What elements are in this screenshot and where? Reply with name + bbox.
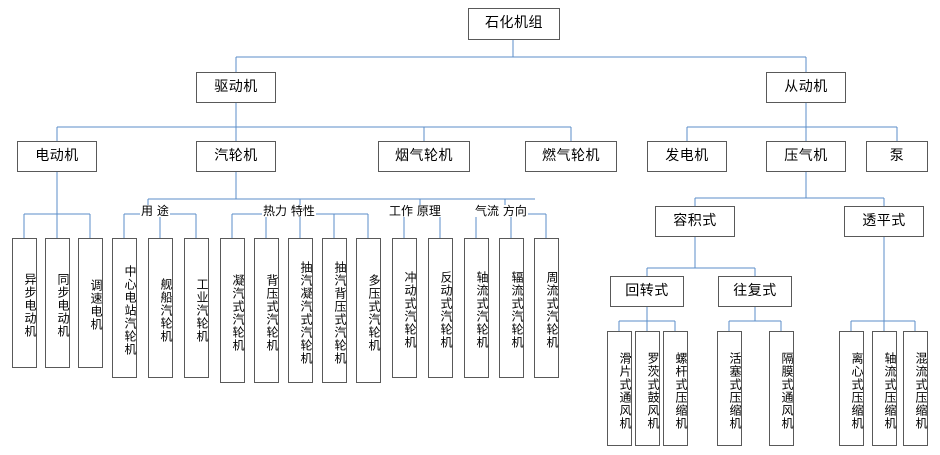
leaf-diaphragm-fan-label: 隔膜式通风机 [780,351,794,430]
leaf-marine-turbine[interactable]: 舰船汽轮机 [148,238,173,378]
node-driven[interactable]: 从动机 [766,72,846,103]
leaf-axial-flow-turbine-label: 轴流式汽轮机 [475,271,489,349]
leaf-axial-compressor-label: 轴流式压缩机 [883,351,897,430]
edge-label-principle: 工作 原理 [388,204,442,218]
leaf-async-motor[interactable]: 异步电动机 [12,238,37,368]
leaf-diaphragm-fan[interactable]: 隔膜式通风机 [769,331,794,446]
node-reciprocating-type-label: 往复式 [733,282,777,299]
leaf-sliding-vane-fan[interactable]: 滑片式通风机 [607,331,632,446]
node-gas-turbine[interactable]: 燃气轮机 [525,141,617,172]
leaf-extraction-backpressure-turbine[interactable]: 抽汽背压式汽轮机 [322,238,347,383]
leaf-extraction-backpressure-turbine-label: 抽汽背压式汽轮机 [333,260,347,365]
node-flue-gas-turbine-label: 烟气轮机 [395,147,453,164]
leaf-piston-compressor-label: 活塞式压缩机 [728,351,742,430]
node-gas-turbine-label: 燃气轮机 [542,147,600,164]
leaf-circumferential-flow-turbine-label: 周流式汽轮机 [545,271,559,349]
leaf-condensing-turbine-label: 凝汽式汽轮机 [231,273,245,352]
node-pump-label: 泵 [889,147,905,164]
leaf-extraction-condensing-turbine[interactable]: 抽汽凝汽式汽轮机 [288,238,313,383]
leaf-sync-motor[interactable]: 同步电动机 [45,238,70,368]
leaf-axial-compressor[interactable]: 轴流式压缩机 [872,331,897,446]
node-steam-turbine[interactable]: 汽轮机 [196,141,276,172]
node-root-label: 石化机组 [485,15,543,32]
node-compressor[interactable]: 压气机 [766,141,846,172]
node-rotary-type-label: 回转式 [625,282,669,299]
leaf-roots-blower[interactable]: 罗茨式鼓风机 [635,331,660,446]
leaf-async-motor-label: 异步电动机 [23,272,37,338]
leaf-mixed-flow-compressor-label: 混流式压缩机 [914,351,928,430]
node-turbo-type-label: 透平式 [862,212,906,229]
leaf-impulse-turbine-label: 冲动式汽轮机 [403,271,417,349]
leaf-industrial-turbine[interactable]: 工业汽轮机 [184,238,209,378]
edge-label-flow: 气流 方向 [474,204,528,218]
leaf-screw-compressor[interactable]: 螺杆式压缩机 [663,331,688,446]
node-flue-gas-turbine[interactable]: 烟气轮机 [378,141,470,172]
node-driver[interactable]: 驱动机 [196,72,276,103]
node-driver-label: 驱动机 [214,78,258,95]
node-volumetric-type[interactable]: 容积式 [655,206,735,237]
leaf-radial-flow-turbine-label: 辐流式汽轮机 [510,271,524,349]
leaf-central-station-turbine-label: 中心电站汽轮机 [123,264,137,356]
node-reciprocating-type[interactable]: 往复式 [718,276,792,307]
leaf-circumferential-flow-turbine[interactable]: 周流式汽轮机 [534,238,559,378]
leaf-multipressure-turbine-label: 多压式汽轮机 [367,273,381,352]
node-steam-turbine-label: 汽轮机 [214,147,258,164]
leaf-reaction-turbine-label: 反动式汽轮机 [439,271,453,349]
leaf-reaction-turbine[interactable]: 反动式汽轮机 [428,238,453,378]
leaf-marine-turbine-label: 舰船汽轮机 [159,277,173,343]
edge-label-thermal: 热力 特性 [262,204,316,218]
node-electric-motor[interactable]: 电动机 [17,141,97,172]
node-rotary-type[interactable]: 回转式 [610,276,684,307]
leaf-centrifugal-compressor-label: 离心式压缩机 [850,351,864,430]
leaf-mixed-flow-compressor[interactable]: 混流式压缩机 [903,331,928,446]
node-electric-motor-label: 电动机 [35,147,79,164]
leaf-sync-motor-label: 同步电动机 [56,272,70,338]
leaf-sliding-vane-fan-label: 滑片式通风机 [618,351,632,430]
leaf-screw-compressor-label: 螺杆式压缩机 [674,351,688,430]
node-driven-label: 从动机 [784,78,828,95]
node-generator-label: 发电机 [665,147,709,164]
leaf-piston-compressor[interactable]: 活塞式压缩机 [717,331,742,446]
node-generator[interactable]: 发电机 [647,141,727,172]
leaf-vsd-motor[interactable]: 调速电机 [78,238,103,368]
leaf-impulse-turbine[interactable]: 冲动式汽轮机 [392,238,417,378]
leaf-backpressure-turbine-label: 背压式汽轮机 [265,273,279,352]
leaf-industrial-turbine-label: 工业汽轮机 [195,277,209,343]
node-volumetric-type-label: 容积式 [673,212,717,229]
leaf-roots-blower-label: 罗茨式鼓风机 [646,351,660,430]
node-pump[interactable]: 泵 [866,141,928,172]
leaf-condensing-turbine[interactable]: 凝汽式汽轮机 [220,238,245,383]
leaf-radial-flow-turbine[interactable]: 辐流式汽轮机 [499,238,524,378]
node-root[interactable]: 石化机组 [468,8,560,40]
leaf-central-station-turbine[interactable]: 中心电站汽轮机 [112,238,137,378]
leaf-multipressure-turbine[interactable]: 多压式汽轮机 [356,238,381,383]
node-turbo-type[interactable]: 透平式 [844,206,924,237]
leaf-extraction-condensing-turbine-label: 抽汽凝汽式汽轮机 [299,260,313,365]
node-compressor-label: 压气机 [784,147,828,164]
leaf-centrifugal-compressor[interactable]: 离心式压缩机 [839,331,864,446]
leaf-vsd-motor-label: 调速电机 [89,279,103,331]
edge-label-use: 用 途 [140,204,170,218]
leaf-axial-flow-turbine[interactable]: 轴流式汽轮机 [464,238,489,378]
leaf-backpressure-turbine[interactable]: 背压式汽轮机 [254,238,279,383]
